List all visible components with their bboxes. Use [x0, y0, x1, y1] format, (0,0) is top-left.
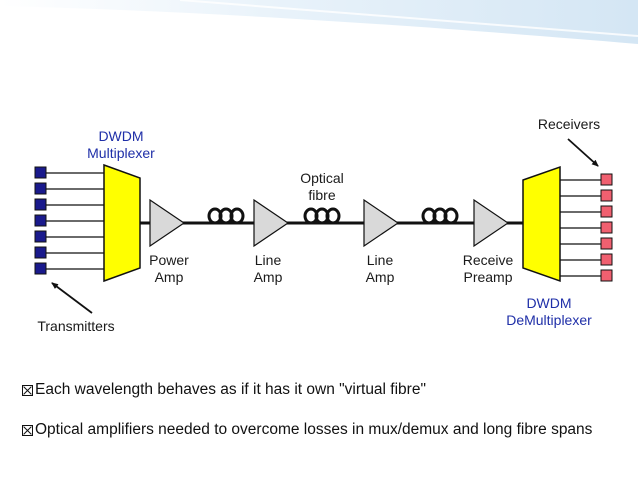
transmitter-square: [34, 182, 47, 195]
demultiplexer: [522, 165, 561, 283]
transmitters-label: Transmitters: [37, 318, 115, 334]
amp-label-line-2-line2: Amp: [365, 269, 395, 285]
line-amp-1: [253, 198, 290, 248]
receiver-square: [600, 173, 613, 186]
mux-label-line2: Multiplexer: [87, 145, 155, 161]
bullet-text-2: Optical amplifiers needed to overcome lo…: [35, 421, 593, 438]
receiver-square: [600, 237, 613, 250]
receiver-square: [600, 221, 613, 234]
demux-label-line2: DeMultiplexer: [506, 312, 592, 328]
amp-label-preamp-line1: Receive: [462, 252, 514, 268]
receiver-square: [600, 253, 613, 266]
bullet-item-1: Each wavelength behaves as if it has it …: [22, 381, 426, 399]
amp-label-line-2: Line Amp: [345, 252, 415, 286]
bullet-text-1: Each wavelength behaves as if it has it …: [35, 381, 426, 398]
receivers-label: Receivers: [537, 116, 601, 132]
amp-label-line-1-line2: Amp: [253, 269, 283, 285]
fibre-coil-3: [421, 207, 459, 225]
transmitter-square: [34, 262, 47, 275]
demux-label: DWDM DeMultiplexer: [494, 295, 604, 329]
transmitter-square: [34, 166, 47, 179]
bullet-item-2: Optical amplifiers needed to overcome lo…: [22, 421, 592, 439]
receivers: [560, 173, 613, 282]
transmitter-square: [34, 214, 47, 227]
checkbox-x-icon: [22, 424, 33, 436]
amp-label-preamp-line2: Preamp: [463, 269, 513, 285]
transmitters-arrow: [51, 282, 93, 314]
line-amp-2: [363, 198, 400, 248]
receivers-arrow: [567, 138, 599, 167]
fibre-coil-2: [303, 207, 341, 225]
transmitter-square: [34, 198, 47, 211]
amp-label-power: Power Amp: [134, 252, 204, 286]
receiver-square: [600, 189, 613, 202]
amp-label-line-1-line1: Line: [254, 252, 282, 268]
checkbox-x-icon: [22, 384, 33, 396]
power-amp: [149, 198, 186, 248]
mux-label: DWDM Multiplexer: [76, 128, 166, 162]
amp-label-line-2-line1: Line: [366, 252, 394, 268]
fibre-label-line2: fibre: [308, 187, 336, 203]
receive-preamp: [473, 198, 510, 248]
demux-label-line1: DWDM: [526, 295, 572, 311]
amp-label-power-line1: Power: [149, 252, 189, 268]
fibre-label-line1: Optical: [300, 170, 344, 186]
transmitter-square: [34, 230, 47, 243]
amp-label-power-line2: Amp: [154, 269, 184, 285]
fibre-label: Optical fibre: [287, 170, 357, 204]
transmitter-square: [34, 246, 47, 259]
transmitters: [34, 166, 104, 275]
mux-label-line1: DWDM: [98, 128, 144, 144]
fibre-coil-1: [207, 207, 245, 225]
header-band: [0, 0, 638, 44]
receiver-square: [600, 269, 613, 282]
amp-label-line-1: Line Amp: [233, 252, 303, 286]
multiplexer: [103, 163, 141, 283]
amp-label-preamp: Receive Preamp: [448, 252, 528, 286]
receiver-square: [600, 205, 613, 218]
